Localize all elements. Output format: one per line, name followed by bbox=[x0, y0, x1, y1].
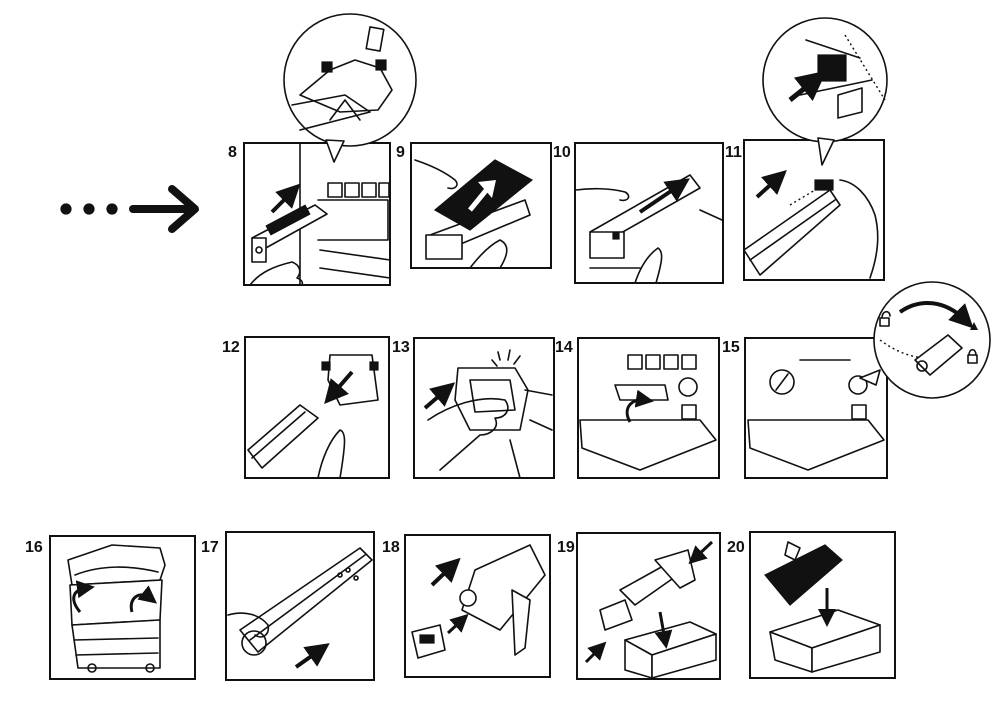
front-cover-icon bbox=[747, 419, 885, 471]
hand-icon bbox=[227, 612, 270, 638]
push-arrow-icon bbox=[688, 540, 714, 565]
toner-cartridge-icon bbox=[239, 547, 373, 656]
ellipsis-dot bbox=[83, 203, 95, 215]
step-number: 14 bbox=[555, 339, 573, 356]
step-13-panel: 13 bbox=[392, 337, 555, 479]
printer-icon bbox=[67, 544, 166, 673]
step-9-panel: 9 bbox=[396, 142, 552, 269]
step-11-panel: 11 bbox=[725, 17, 888, 281]
toner-cartridge-icon bbox=[459, 589, 477, 607]
lock-tab-icon bbox=[814, 179, 834, 191]
hand-icon bbox=[839, 179, 879, 279]
magnified-view bbox=[283, 13, 417, 147]
cap-icon bbox=[411, 624, 446, 659]
toner-slot-illustration bbox=[299, 142, 391, 286]
toner-cartridge-icon bbox=[251, 204, 328, 263]
step-number: 11 bbox=[725, 144, 742, 161]
step-number: 12 bbox=[222, 339, 240, 356]
click-sound-icon bbox=[491, 349, 521, 367]
step-8-detail-callout bbox=[283, 13, 417, 163]
packed-cartridge-icon bbox=[599, 549, 696, 631]
step-number: 13 bbox=[392, 339, 410, 356]
step-20-panel: 20 bbox=[727, 531, 896, 679]
continue-arrow-icon bbox=[129, 185, 199, 233]
insert-arrow-icon bbox=[423, 382, 456, 410]
step-number: 18 bbox=[382, 539, 400, 556]
box-icon bbox=[769, 609, 881, 673]
step-18-panel: 18 bbox=[382, 534, 551, 678]
step-17-panel: 17 bbox=[201, 531, 375, 681]
step-number: 8 bbox=[228, 144, 237, 161]
step-number: 15 bbox=[722, 339, 740, 356]
step-15-panel: 15 bbox=[722, 281, 991, 479]
pull-arrow-icon bbox=[468, 180, 496, 212]
magnified-view bbox=[873, 281, 991, 399]
step-number: 20 bbox=[727, 539, 745, 556]
insert-arrow-icon bbox=[270, 183, 301, 214]
hand-icon bbox=[414, 159, 508, 269]
step-16-panel: 16 bbox=[25, 535, 196, 680]
step-10-panel: 10 bbox=[553, 142, 724, 284]
hand-icon bbox=[575, 187, 663, 284]
cartridge-bag-icon bbox=[461, 544, 546, 656]
toner-slots-icon bbox=[627, 354, 698, 420]
rotate-arrow-icon bbox=[129, 585, 158, 613]
rotate-arrow-icon bbox=[72, 580, 95, 613]
step-number: 9 bbox=[396, 144, 405, 161]
step-number: 19 bbox=[557, 539, 575, 556]
rotate-arrow-icon bbox=[625, 389, 654, 423]
ellipsis-dot bbox=[106, 203, 118, 215]
step-8-panel: 8 bbox=[228, 13, 417, 286]
remove-arrow-icon bbox=[324, 370, 354, 405]
hand-icon bbox=[427, 397, 509, 471]
step-14-panel: 14 bbox=[555, 337, 720, 479]
cap-arrow-icon bbox=[446, 613, 469, 635]
toner-cartridge-icon bbox=[247, 404, 319, 469]
toner-cartridge-icon bbox=[425, 199, 531, 260]
insert-arrow-icon bbox=[755, 169, 787, 199]
hand-icon bbox=[317, 429, 346, 479]
toner-slots-icon bbox=[799, 359, 868, 420]
step-12-panel: 12 bbox=[222, 336, 390, 479]
lock-lever-icon bbox=[769, 369, 795, 395]
step-15-detail-callout bbox=[859, 281, 991, 399]
step-number: 17 bbox=[201, 539, 219, 556]
insert-arrow-icon bbox=[430, 557, 461, 587]
packaged-cartridge-icon bbox=[764, 541, 843, 606]
insert-arrow-icon bbox=[638, 178, 690, 214]
front-cover-icon bbox=[579, 419, 717, 471]
down-arrow-icon bbox=[654, 611, 673, 649]
step-number: 16 bbox=[25, 539, 43, 556]
toner-cartridge-icon bbox=[743, 189, 841, 276]
lever-icon bbox=[614, 384, 669, 401]
hand-icon bbox=[249, 261, 304, 286]
unlock-icon bbox=[879, 310, 891, 327]
insert-arrow-icon bbox=[294, 643, 330, 669]
step-number: 10 bbox=[553, 144, 571, 161]
push-arrow-icon bbox=[584, 641, 607, 664]
step-19-panel: 19 bbox=[557, 532, 721, 680]
continuation-indicator bbox=[60, 185, 199, 233]
lock-icon bbox=[967, 348, 978, 364]
ellipsis-dot bbox=[60, 203, 72, 215]
step-11-detail-callout bbox=[762, 17, 888, 166]
